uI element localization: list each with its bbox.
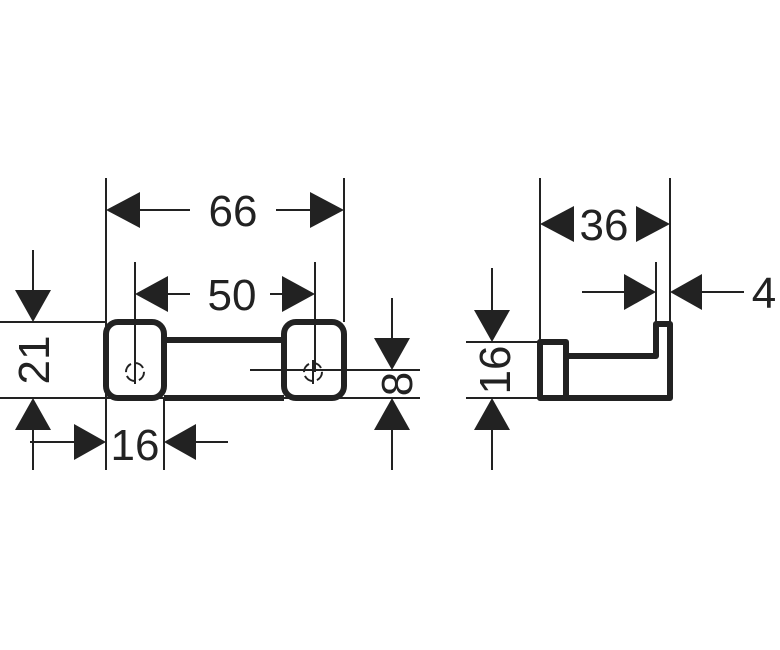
dimension-label-36: 36: [580, 201, 629, 250]
dimension-height: 21: [10, 250, 59, 470]
dimension-side-height: 16: [471, 268, 520, 470]
dimension-overall-width: 66: [106, 187, 344, 236]
dimension-hole-spacing: 50: [135, 271, 315, 320]
dimension-label-4: 4: [752, 269, 776, 318]
right-screw-hole-icon: [303, 360, 323, 384]
dimension-label-16-front: 16: [111, 421, 160, 470]
dimension-label-16-side: 16: [471, 346, 520, 395]
dimension-bar-thickness: 8: [373, 298, 422, 470]
dimension-hook-lip: 4: [582, 269, 776, 318]
side-view: 36 4 16: [466, 178, 776, 470]
hook-profile: [537, 321, 673, 401]
dimension-depth: 36: [540, 201, 670, 250]
dimension-block-width: 16: [30, 421, 228, 470]
dimension-label-66: 66: [209, 187, 258, 236]
dimension-label-8: 8: [373, 372, 422, 396]
dimension-label-21: 21: [10, 336, 59, 385]
dimension-label-50: 50: [208, 271, 257, 320]
front-view: 66 50 21 16: [0, 178, 422, 470]
